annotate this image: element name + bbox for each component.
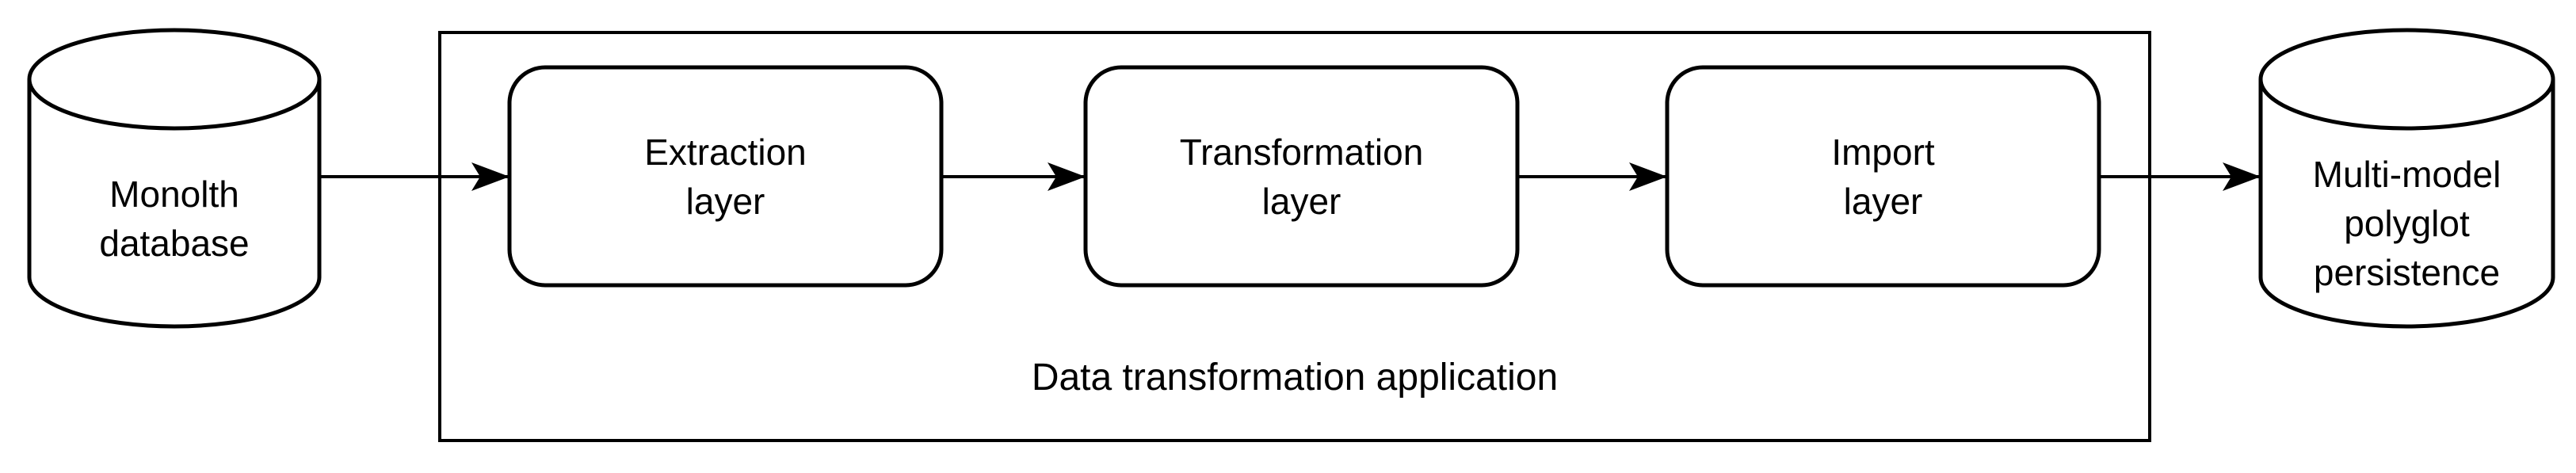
- monolith-db-label: Monolth database: [99, 174, 250, 264]
- application-container-label: Data transformation application: [1031, 357, 1559, 399]
- transformation-layer-label: Transformation layer: [1179, 131, 1424, 222]
- import-layer-label: Import layer: [1831, 131, 1935, 222]
- target-db-cylinder-shape: [2258, 28, 2555, 329]
- monolith-db-cylinder-shape: [27, 28, 322, 329]
- target-db-label: Multi-model polyglot persistence: [2312, 154, 2502, 293]
- extraction-layer-label: Extraction layer: [644, 131, 807, 222]
